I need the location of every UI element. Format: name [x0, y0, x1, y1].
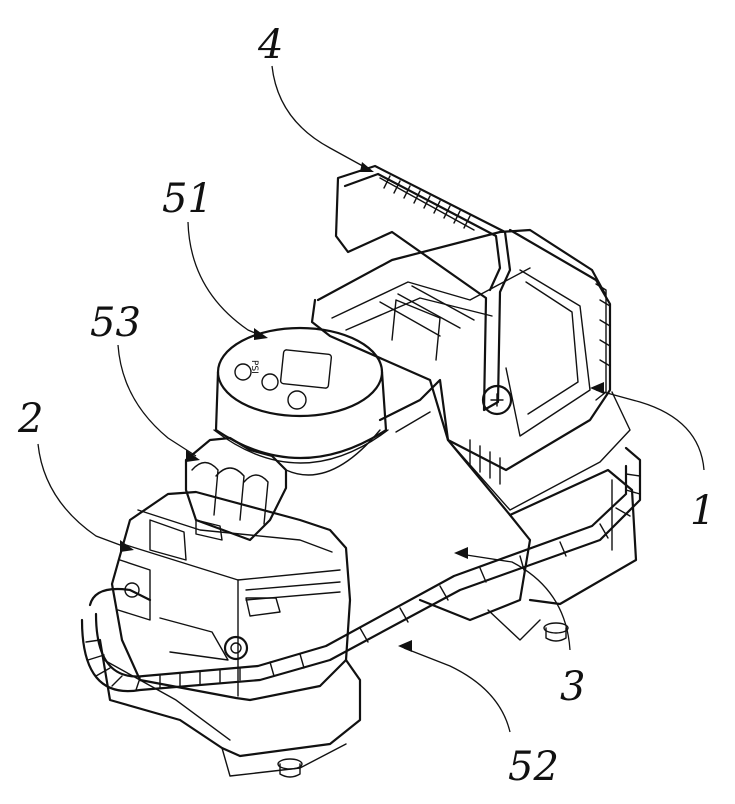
base — [100, 610, 568, 777]
valve-block — [186, 430, 380, 540]
callout-53: 53 — [90, 300, 141, 346]
pressure-gauge: PSI — [214, 328, 388, 463]
air-hose — [82, 448, 640, 691]
callout-52: 52 — [508, 744, 559, 790]
callout-3: 3 — [560, 664, 585, 710]
callout-51: 51 — [162, 176, 213, 222]
leader-4 — [272, 66, 370, 170]
cylinder-shroud — [380, 380, 636, 620]
callout-1: 1 — [690, 488, 715, 534]
leader-51 — [188, 222, 262, 336]
leader-52 — [404, 648, 510, 732]
leader-1 — [596, 390, 704, 470]
leader-2 — [38, 444, 128, 548]
leader-53 — [118, 345, 196, 456]
callout-2: 2 — [17, 396, 43, 442]
gauge-psi-mark: PSI — [249, 360, 259, 374]
callout-4: 4 — [257, 22, 283, 68]
